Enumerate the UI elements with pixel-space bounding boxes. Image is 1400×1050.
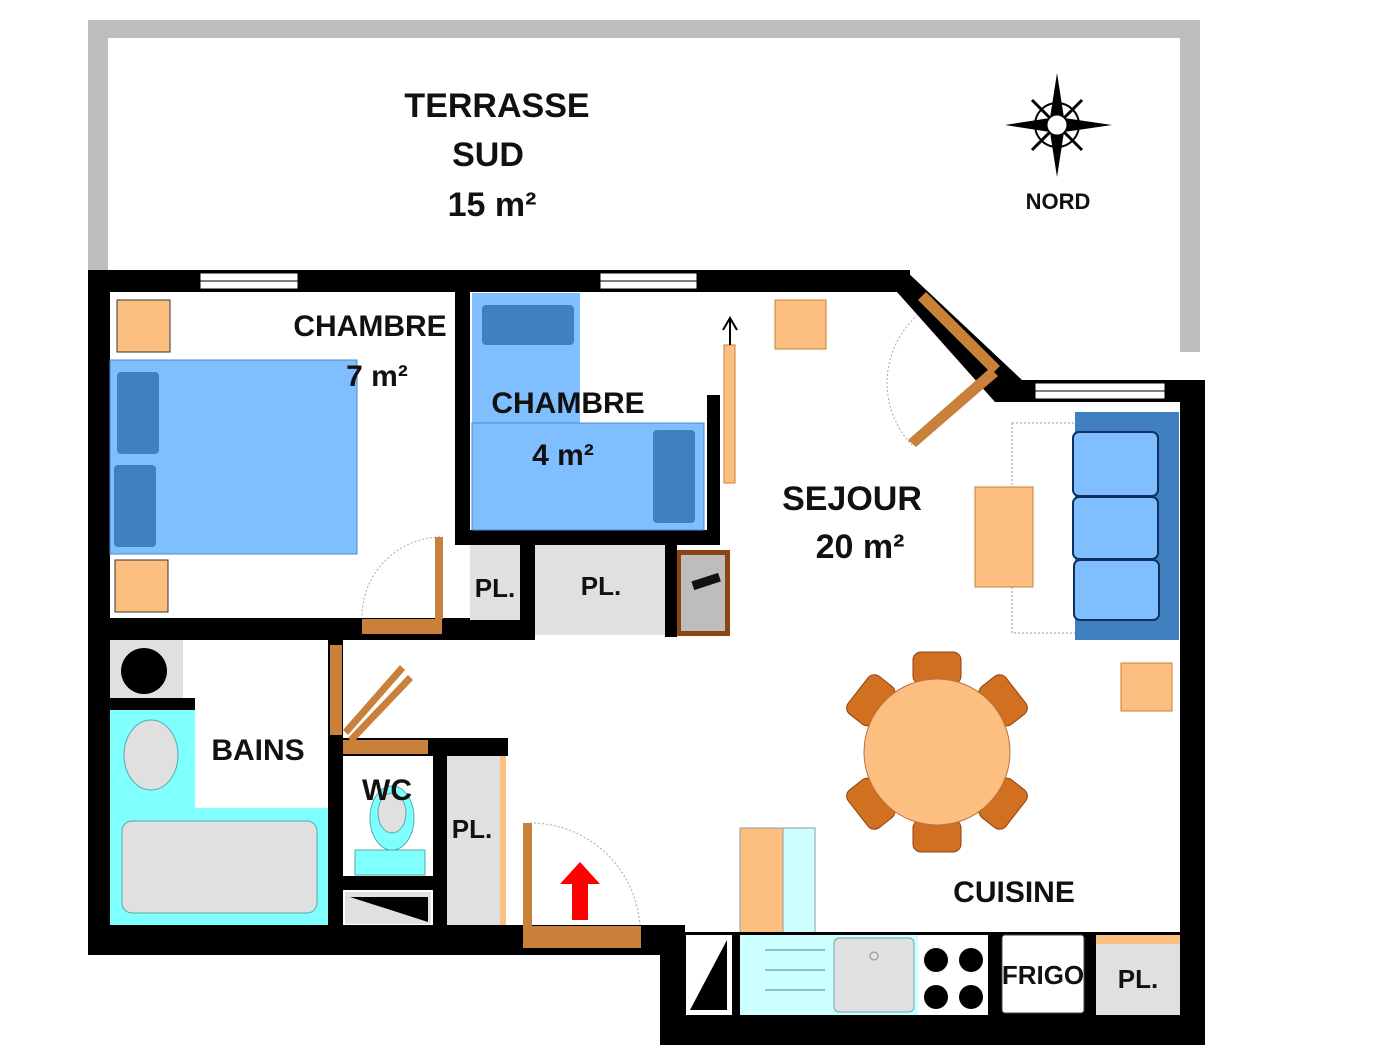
door-frame xyxy=(523,926,641,948)
pillow xyxy=(653,430,695,523)
drum-icon xyxy=(121,648,167,694)
room-area-chambre2: 4 m² xyxy=(532,439,594,472)
side-table xyxy=(774,299,827,350)
room-name-wc: WC xyxy=(362,774,412,807)
coffee-table xyxy=(974,486,1034,588)
compass-label: NORD xyxy=(1026,189,1091,214)
fridge xyxy=(1001,934,1085,1014)
sliding-door[interactable] xyxy=(723,344,736,484)
nightstand xyxy=(116,299,171,353)
closet-label: PL. xyxy=(1118,964,1158,994)
door-frame xyxy=(330,645,342,735)
room-name-sejour: SEJOUR xyxy=(782,480,922,518)
arrow-up-icon xyxy=(722,316,738,345)
room-name-cuisine: CUISINE xyxy=(953,876,1075,909)
stairs-icon xyxy=(690,940,727,1010)
burner-icon xyxy=(959,948,983,972)
closet-label: PL. xyxy=(452,814,492,844)
terrace-orientation: SUD xyxy=(452,136,524,174)
closet xyxy=(535,545,665,635)
fridge-label: FRIGO xyxy=(1002,960,1084,990)
dining-table xyxy=(846,651,1028,853)
bathtub-basin xyxy=(121,820,318,914)
balcony-door[interactable] xyxy=(918,292,1000,374)
duct-icon xyxy=(350,897,428,922)
counter xyxy=(739,827,784,936)
room-name-chambre2: CHAMBRE xyxy=(491,387,644,420)
pillow xyxy=(482,305,574,345)
door-frame xyxy=(343,740,428,754)
entrance-door[interactable] xyxy=(523,823,532,928)
room-name-chambre1: CHAMBRE xyxy=(293,310,446,343)
closet xyxy=(1096,935,1180,1015)
closet xyxy=(447,756,502,925)
door-swing xyxy=(529,822,641,926)
room-name-bains: BAINS xyxy=(211,734,304,767)
door[interactable] xyxy=(435,537,443,619)
pillow xyxy=(117,372,159,454)
entrance-arrow-icon xyxy=(560,862,600,920)
sofa-cushion xyxy=(1073,559,1160,621)
compass-rose-icon xyxy=(1005,73,1112,177)
sofa-cushion xyxy=(1072,431,1159,497)
folding-door[interactable] xyxy=(348,675,413,743)
drainboard xyxy=(740,935,830,1015)
balcony-door-open[interactable] xyxy=(908,368,998,447)
side-table xyxy=(1120,662,1173,712)
closet xyxy=(470,545,520,620)
room-area-sejour: 20 m² xyxy=(816,528,905,566)
sink-basin xyxy=(833,937,915,1013)
closet-label: PL. xyxy=(475,573,515,603)
door-frame xyxy=(362,619,442,634)
terrace-railing xyxy=(88,20,1200,352)
washbasin xyxy=(123,719,179,791)
folding-door[interactable] xyxy=(343,665,405,735)
nightstand xyxy=(114,559,169,613)
windows xyxy=(199,272,1166,400)
burner-icon xyxy=(924,948,948,972)
remote-icon xyxy=(691,572,721,591)
closet-label: PL. xyxy=(581,571,621,601)
pillow xyxy=(114,465,156,547)
burner-icon xyxy=(924,985,948,1009)
terrace-name: TERRASSE xyxy=(404,87,589,125)
terrace-area: 15 m² xyxy=(448,186,537,224)
room-area-chambre1: 7 m² xyxy=(346,360,408,393)
tv xyxy=(681,555,725,631)
burner-icon xyxy=(959,985,983,1009)
counter xyxy=(782,827,816,936)
door-swing xyxy=(886,314,919,446)
toilet-tank xyxy=(354,849,426,876)
sofa-cushion xyxy=(1072,496,1159,560)
door-swing xyxy=(361,536,441,619)
